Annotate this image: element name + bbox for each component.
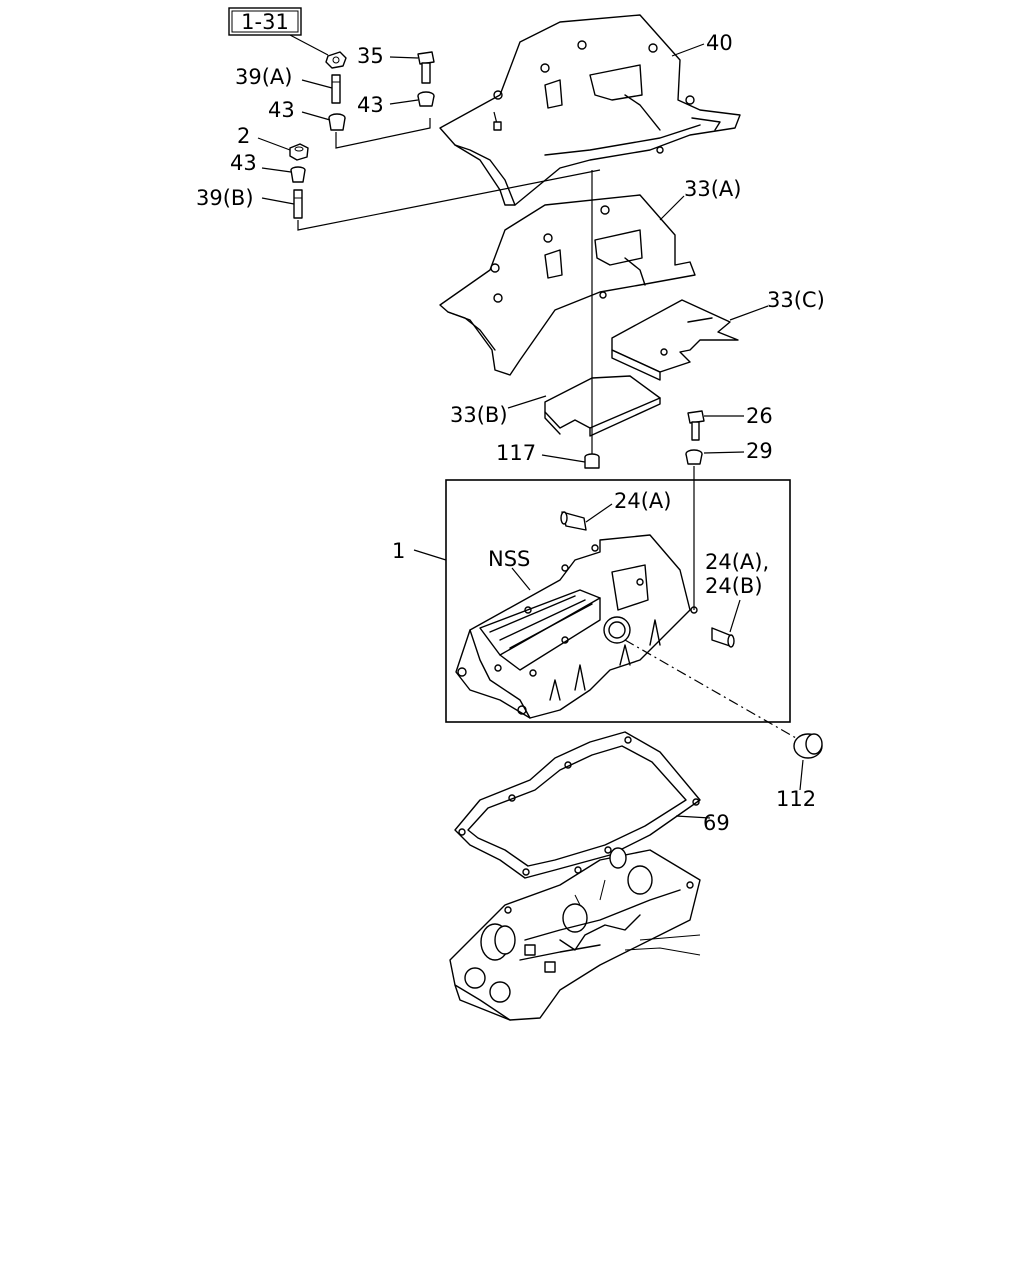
label-33b: 33(B) — [450, 403, 508, 427]
label-33a: 33(A) — [684, 177, 741, 201]
collar-43-right-icon — [417, 91, 435, 107]
heat-shield-33b — [544, 375, 661, 437]
label-nss: NSS — [488, 547, 530, 571]
oil-seal-112-icon — [793, 733, 823, 759]
reference-box-label: 1-31 — [241, 10, 289, 34]
label-24a: 24(A) — [614, 489, 671, 513]
label-40: 40 — [706, 31, 733, 55]
nut-2-icon — [289, 143, 309, 161]
stud-39b-icon — [293, 189, 303, 219]
heat-shield-40 — [439, 14, 741, 206]
collar-117-icon — [584, 453, 600, 469]
bolt-35-icon — [417, 51, 435, 84]
label-39b: 39(B) — [196, 186, 254, 210]
label-39a: 39(A) — [235, 65, 292, 89]
stud-39a-icon — [331, 74, 341, 104]
label-24ab-line2: 24(B) — [705, 574, 763, 598]
collar-29-icon — [685, 449, 703, 465]
label-33c: 33(C) — [767, 288, 825, 312]
label-24ab-line1: 24(A), — [705, 550, 769, 574]
label-43-lower: 43 — [230, 151, 257, 175]
cylinder-head-assembly — [449, 847, 701, 1021]
label-2: 2 — [237, 124, 250, 148]
bolt-26-icon — [687, 410, 705, 441]
label-26: 26 — [746, 404, 773, 428]
label-112: 112 — [776, 787, 816, 811]
label-43-left: 43 — [268, 98, 295, 122]
label-1: 1 — [392, 539, 405, 563]
reference-box: 1-31 — [228, 7, 302, 36]
gasket-69 — [454, 731, 701, 879]
label-117: 117 — [496, 441, 536, 465]
collar-43-lower-icon — [290, 166, 306, 183]
sleeve-24ab-icon — [711, 627, 735, 648]
heat-shield-33a — [439, 194, 696, 376]
collar-43-left-icon — [328, 113, 346, 131]
label-69: 69 — [703, 811, 730, 835]
label-43-right: 43 — [357, 93, 384, 117]
sleeve-24a-icon — [560, 511, 587, 531]
assembly-box — [445, 479, 791, 723]
heat-shield-33c — [611, 299, 739, 381]
label-29: 29 — [746, 439, 773, 463]
label-35: 35 — [357, 44, 384, 68]
nut-icon — [325, 51, 347, 69]
cylinder-head-cover — [455, 534, 698, 719]
